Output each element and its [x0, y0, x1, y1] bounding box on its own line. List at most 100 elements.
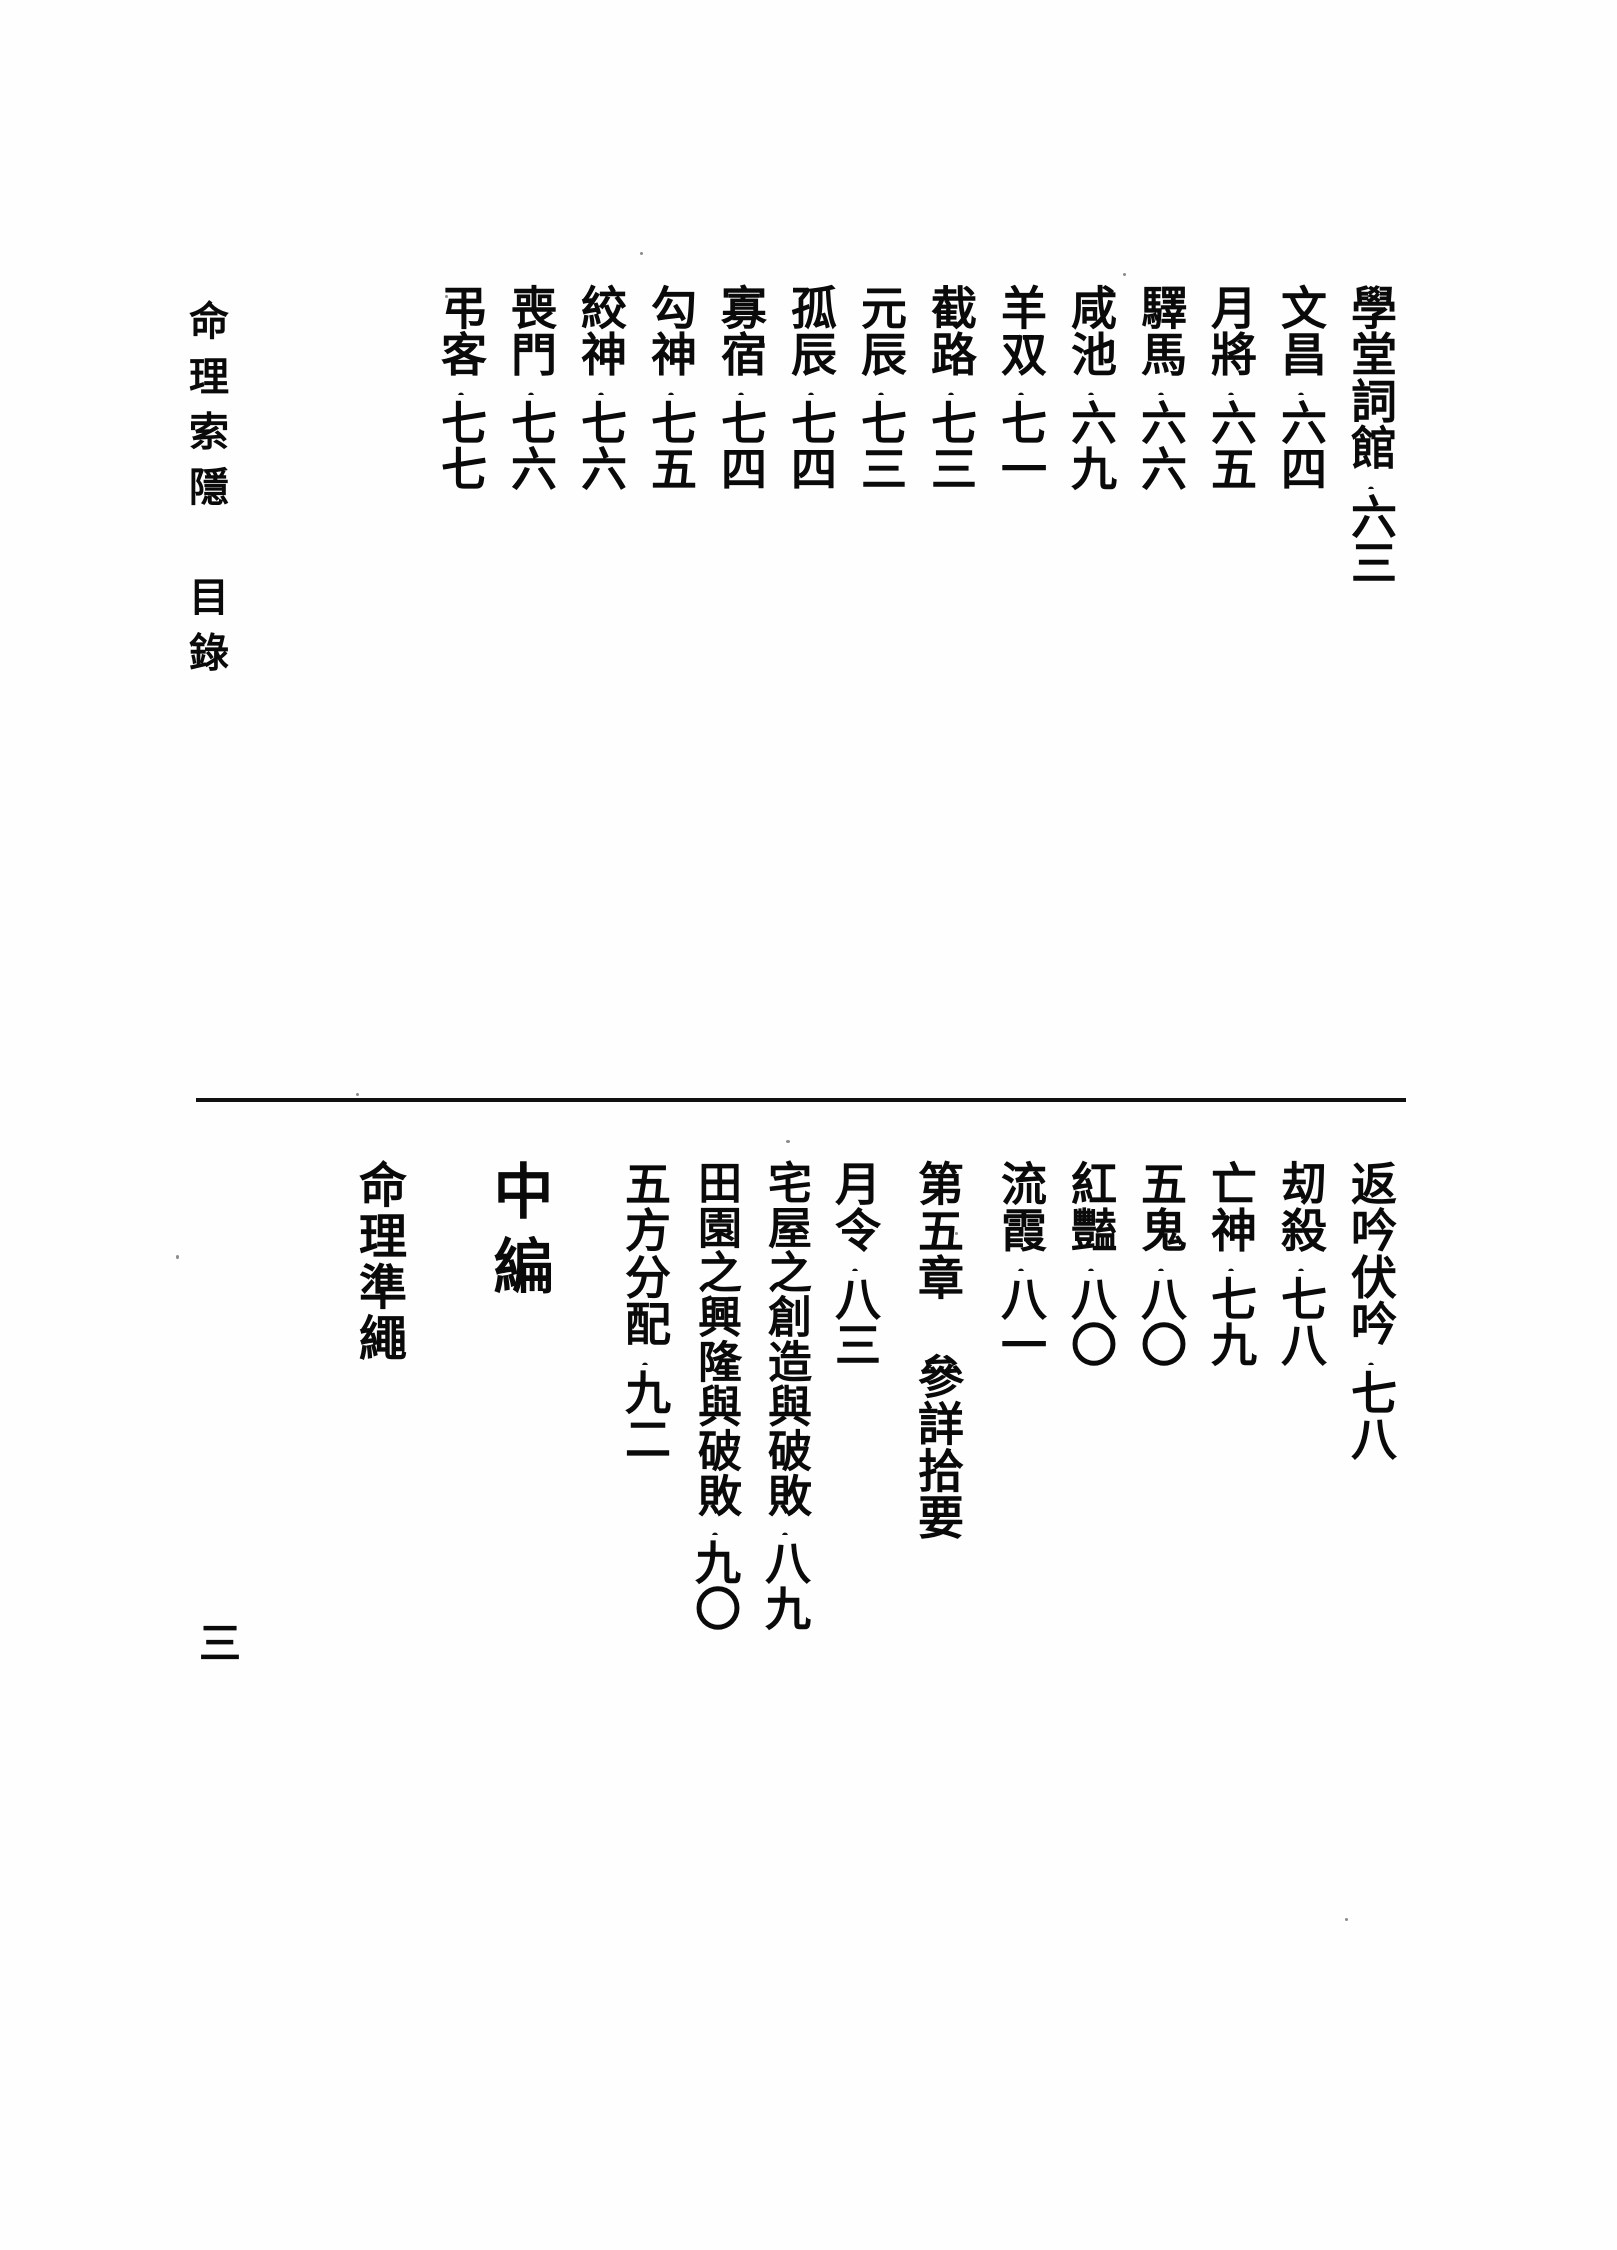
dot-leader — [986, 385, 1056, 396]
chapter-heading: 第五章 參詳拾要 — [890, 1160, 986, 1540]
scan-speck — [640, 252, 643, 255]
part-subtitle: 命理準繩 — [330, 1160, 426, 1364]
toc-entry[interactable]: 絞神 七六 — [566, 284, 636, 491]
dot-leader — [776, 385, 846, 396]
toc-entry-page: 七一 — [994, 399, 1048, 492]
chapter-number-label: 第五章 — [911, 1160, 965, 1301]
scan-speck — [356, 1093, 359, 1096]
toc-entry-title: 宅屋之創造與破敗 — [760, 1160, 811, 1518]
toc-entry-title: 學堂詞館 — [1344, 284, 1398, 471]
toc-entry[interactable]: 五鬼 八〇 — [1126, 1160, 1196, 1367]
toc-entry[interactable]: 刧殺 七八 — [1266, 1160, 1336, 1367]
toc-entry-page: 七四 — [714, 399, 768, 492]
scan-speck — [786, 1140, 790, 1143]
toc-entry[interactable]: 宅屋之創造與破敗 八九 — [750, 1160, 820, 1631]
toc-entry-title: 紅豔 — [1064, 1160, 1118, 1254]
toc-entry-title: 刧殺 — [1274, 1160, 1328, 1254]
dot-leader — [566, 385, 636, 396]
toc-entry[interactable]: 寡宿 七四 — [706, 284, 776, 491]
running-head-text: 命理索隱 目錄 — [182, 300, 228, 687]
toc-entry-title: 寡宿 — [714, 284, 768, 378]
toc-entry-page: 七六 — [574, 399, 628, 492]
scan-speck — [1123, 273, 1126, 276]
toc-entry-title: 絞神 — [574, 284, 628, 378]
toc-entry[interactable]: 文昌 六四 — [1266, 284, 1336, 491]
dot-leader — [820, 1261, 890, 1272]
toc-entry-page: 七三 — [854, 399, 908, 492]
dot-leader — [986, 1261, 1056, 1272]
toc-entry[interactable]: 流霞 八一 — [986, 1160, 1056, 1367]
toc-entry-page: 八一 — [994, 1275, 1048, 1368]
dot-leader — [426, 385, 496, 396]
dot-leader — [610, 1354, 680, 1365]
dot-leader — [1336, 478, 1406, 489]
toc-entry[interactable]: 羊双 七一 — [986, 284, 1056, 491]
toc-entry-title: 元辰 — [854, 284, 908, 378]
scan-speck — [445, 295, 448, 298]
toc-section-bottom: 返吟伏吟 七八 刧殺 七八 亡神 七九 五鬼 八〇 紅豔 八〇 流霞 八一 — [196, 1160, 1406, 2110]
toc-entry-page: 七八 — [1344, 1368, 1398, 1461]
toc-entry-page: 六三 — [1344, 492, 1398, 585]
dot-leader — [706, 385, 776, 396]
dot-leader — [1126, 385, 1196, 396]
toc-entry-title: 咸池 — [1064, 284, 1118, 378]
toc-entry[interactable]: 元辰 七三 — [846, 284, 916, 491]
toc-entry-title: 五鬼 — [1134, 1160, 1188, 1254]
dot-leader — [496, 385, 566, 396]
toc-entry-page: 六五 — [1204, 399, 1258, 492]
toc-entry[interactable]: 紅豔 八〇 — [1056, 1160, 1126, 1367]
toc-entry-title: 喪門 — [504, 284, 558, 378]
toc-entry[interactable]: 返吟伏吟 七八 — [1336, 1160, 1406, 1461]
chapter-name: 參詳拾要 — [911, 1352, 965, 1541]
toc-entry-page: 六六 — [1134, 399, 1188, 492]
toc-entry-title: 亡神 — [1204, 1160, 1258, 1254]
toc-entry-title: 田園之興隆與破敗 — [690, 1160, 741, 1518]
toc-entry-title: 孤辰 — [784, 284, 838, 378]
toc-entry-title: 勾神 — [644, 284, 698, 378]
toc-entry-page: 八〇 — [1134, 1275, 1188, 1368]
toc-entry[interactable]: 勾神 七五 — [636, 284, 706, 491]
dot-leader — [636, 385, 706, 396]
section-divider-rule — [196, 1098, 1406, 1102]
dot-leader — [1196, 1261, 1266, 1272]
toc-entry[interactable]: 亡神 七九 — [1196, 1160, 1266, 1367]
toc-entry-page: 七七 — [434, 399, 488, 492]
toc-entry-page: 八九 — [758, 1539, 812, 1632]
dot-leader — [1126, 1261, 1196, 1272]
dot-leader — [1196, 385, 1266, 396]
part-heading: 中編 — [462, 1160, 574, 1310]
toc-entry-title: 羊双 — [994, 284, 1048, 378]
toc-entry-page: 七五 — [644, 399, 698, 492]
toc-entry[interactable]: 截路 七三 — [916, 284, 986, 491]
toc-entry-page: 九〇 — [688, 1539, 742, 1632]
toc-entry[interactable]: 驛馬 六六 — [1126, 284, 1196, 491]
toc-entry[interactable]: 喪門 七六 — [496, 284, 566, 491]
toc-entry-page: 九二 — [618, 1368, 672, 1461]
running-head: 命理索隱 目錄 — [182, 300, 247, 720]
toc-entry[interactable]: 咸池 六九 — [1056, 284, 1126, 491]
toc-entry[interactable]: 田園之興隆與破敗 九〇 — [680, 1160, 750, 1631]
toc-entry[interactable]: 月令 八三 — [820, 1160, 890, 1367]
toc-section-top: 學堂詞館 六三 文昌 六四 月將 六五 驛馬 六六 咸池 六九 羊双 七一 — [196, 284, 1406, 1084]
toc-entry[interactable]: 孤辰 七四 — [776, 284, 846, 491]
toc-entry[interactable]: 五方分配 九二 — [610, 1160, 680, 1461]
dot-leader — [750, 1525, 820, 1536]
toc-entry-page: 八三 — [828, 1275, 882, 1368]
folio-page-number: 三 — [198, 1619, 241, 1668]
toc-entry-title: 弔客 — [434, 284, 488, 378]
dot-leader — [1266, 385, 1336, 396]
part-name: 命理準繩 — [350, 1160, 406, 1364]
dot-leader — [680, 1525, 750, 1536]
toc-entry-title: 文昌 — [1274, 284, 1328, 378]
toc-entry[interactable]: 月將 六五 — [1196, 284, 1266, 491]
dot-leader — [1336, 1354, 1406, 1365]
toc-entry-title: 五方分配 — [618, 1160, 672, 1347]
toc-entry[interactable]: 弔客 七七 — [426, 284, 496, 491]
dot-leader — [1056, 385, 1126, 396]
toc-entry[interactable]: 學堂詞館 六三 — [1336, 284, 1406, 585]
toc-entry-page: 八〇 — [1064, 1275, 1118, 1368]
toc-entry-page: 六四 — [1274, 399, 1328, 492]
toc-entry-title: 驛馬 — [1134, 284, 1188, 378]
toc-entry-title: 流霞 — [994, 1160, 1048, 1254]
